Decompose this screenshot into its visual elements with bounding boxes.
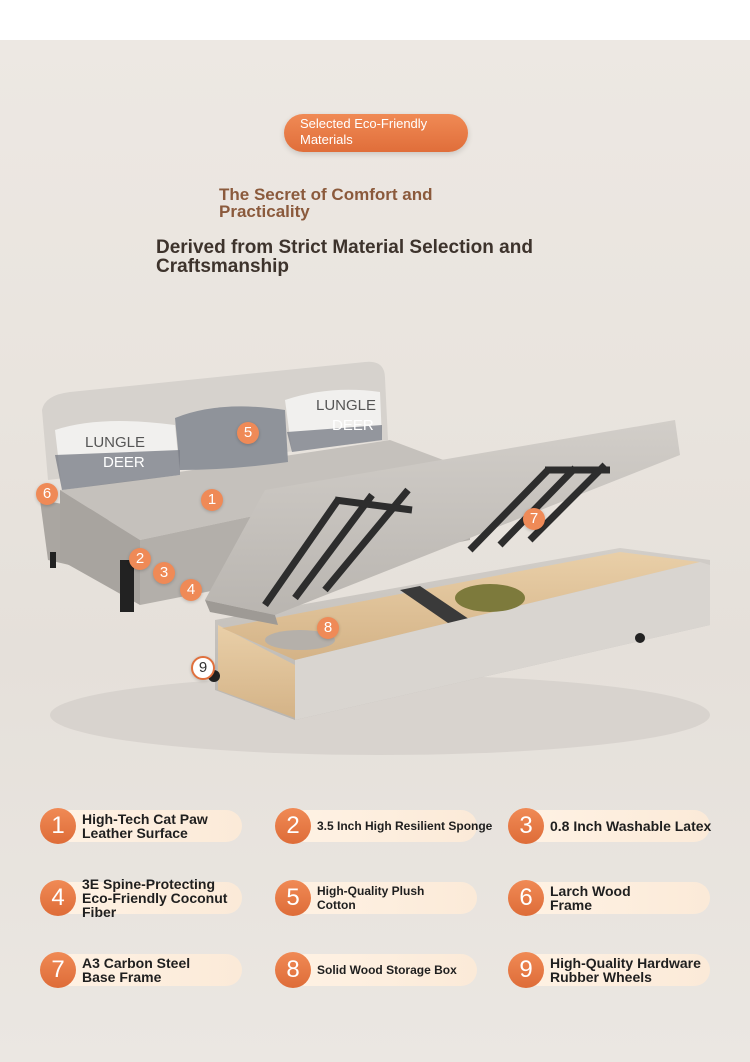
feature-label-4: 3E Spine-Protecting Eco-Friendly Coconut… [82,876,228,920]
feature-number-2: 2 [275,808,311,844]
feature-number-4: 4 [40,880,76,916]
feature-label-2: 3.5 Inch High Resilient Sponge [317,819,493,833]
metal-leg [120,560,134,612]
feature-number-1: 1 [40,808,76,844]
feature-label-5: High-Quality Plush Cotton [317,884,425,912]
wooden-storage-box [222,552,700,660]
feature-item-7: 7 A3 Carbon Steel Base Frame [40,952,242,988]
feature-number-8: 8 [275,952,311,988]
feature-item-4: 4 3E Spine-Protecting Eco-Friendly Cocon… [40,876,242,920]
feature-number-9: 9 [508,952,544,988]
marker-3[interactable]: 3 [153,562,175,584]
feature-label-6: Larch Wood Frame [550,883,631,913]
feature-item-6: 6 Larch Wood Frame [508,880,710,916]
feature-item-8: 8 Solid Wood Storage Box [275,952,477,988]
feature-item-9: 9 High-Quality Hardware Rubber Wheels [508,952,710,988]
page-title: Derived from Strict Material Selection a… [156,237,533,277]
feature-item-2: 2 3.5 Inch High Resilient Sponge [275,808,492,844]
floor-shadow [50,675,710,755]
marker-9[interactable]: 9 [191,656,215,680]
steel-frame [262,462,610,607]
materials-badge: Selected Eco-Friendly Materials [284,114,468,152]
materials-badge-text: Selected Eco-Friendly Materials [300,116,428,147]
marker-5[interactable]: 5 [237,422,259,444]
feature-number-3: 3 [508,808,544,844]
pillow-right-line2: DEER [332,417,374,434]
feature-number-5: 5 [275,880,311,916]
marker-6[interactable]: 6 [36,483,58,505]
feature-label-1: High-Tech Cat Paw Leather Surface [82,811,208,841]
feature-label-3: 0.8 Inch Washable Latex [550,818,712,834]
marker-1[interactable]: 1 [201,489,223,511]
feature-number-6: 6 [508,880,544,916]
feature-number-7: 7 [40,952,76,988]
pillow-center [175,406,288,470]
pillow-left-line1: LUNGLE [85,434,145,451]
feature-label-8: Solid Wood Storage Box [317,963,457,977]
feature-item-3: 3 0.8 Inch Washable Latex [508,808,712,844]
storage-item-cushion [455,584,525,612]
marker-2[interactable]: 2 [129,548,151,570]
marker-8[interactable]: 8 [317,617,339,639]
marker-7[interactable]: 7 [523,508,545,530]
feature-label-7: A3 Carbon Steel Base Frame [82,955,191,985]
subtitle: The Secret of Comfort and Practicality [219,185,433,221]
feature-item-1: 1 High-Tech Cat Paw Leather Surface [40,808,242,844]
pillow-right-line1: LUNGLE [316,397,376,414]
pillow-left-line2: DEER [103,454,145,471]
sofa-bed-illustration: LUNGLE DEER LUNGLE DEER [40,361,710,755]
feature-label-9: High-Quality Hardware Rubber Wheels [550,955,701,985]
feature-item-5: 5 High-Quality Plush Cotton [275,880,477,916]
marker-4[interactable]: 4 [180,579,202,601]
